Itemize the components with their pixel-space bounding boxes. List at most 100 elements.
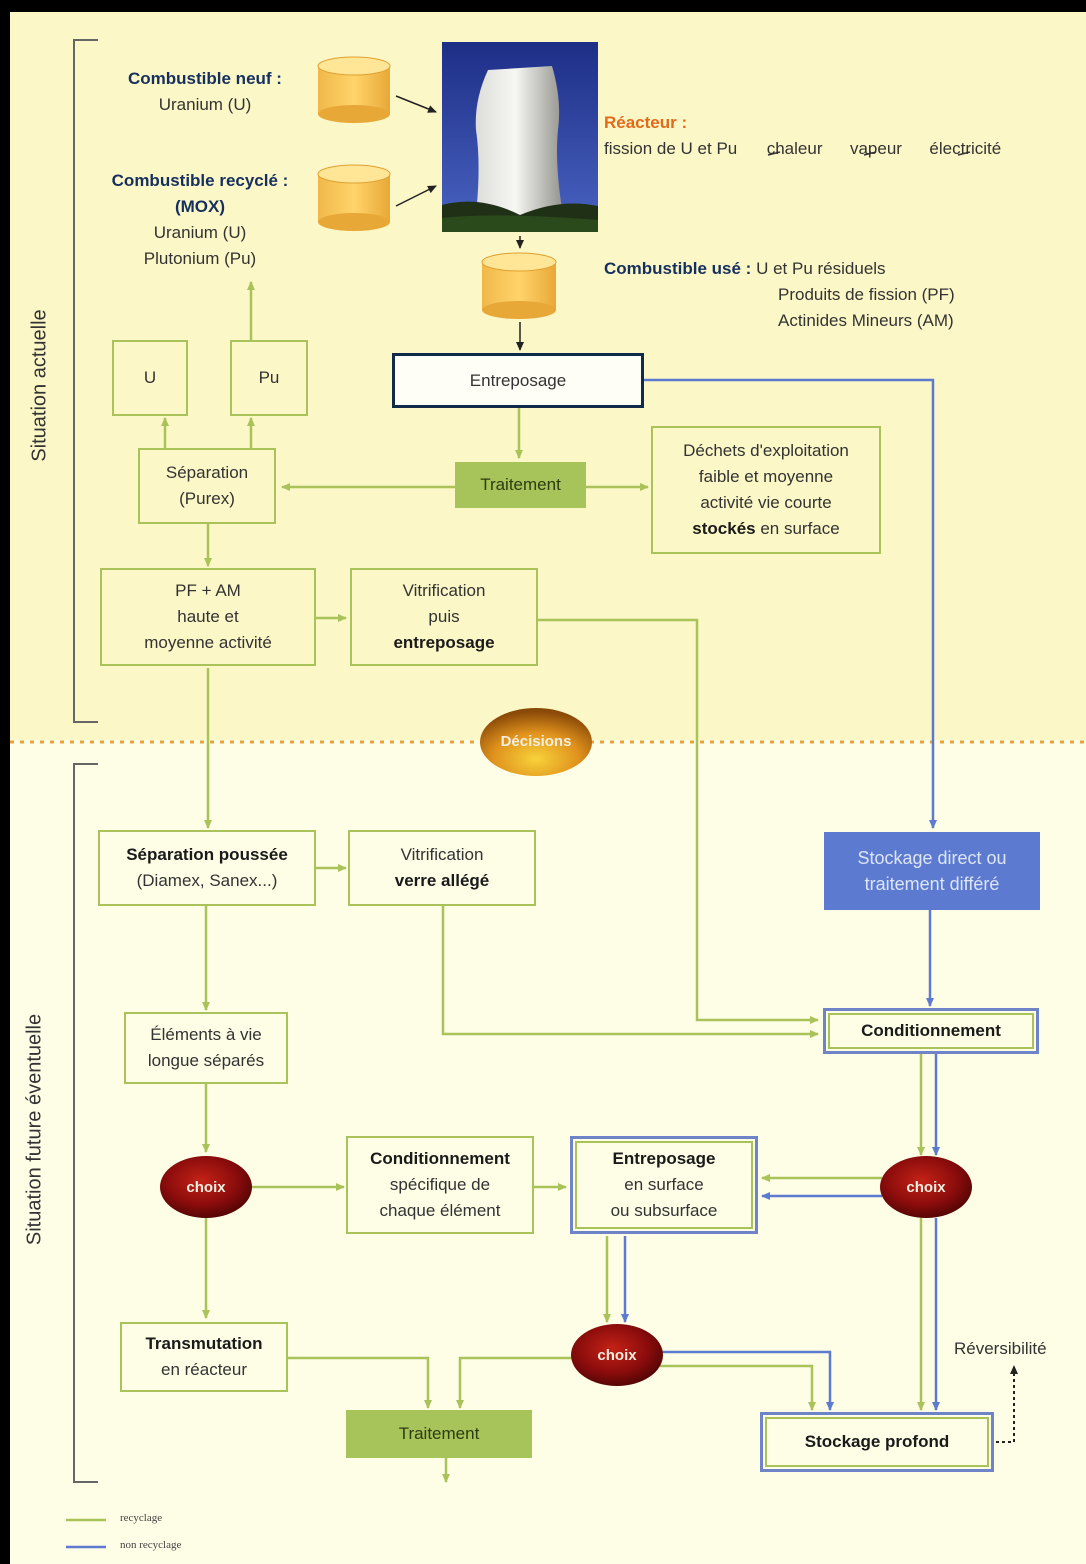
reactor-chain: fission de U et Pu chaleur vapeur électr… [604,136,1074,162]
box-vitrification-verre: Vitrification verre allégé [348,830,536,906]
separation-l2: (Purex) [179,489,235,508]
fuel-can-recycled [317,164,391,231]
reversibilite-label: Réversibilité [954,1339,1047,1358]
spent-fuel-block: Combustible usé : U et Pu résiduels Prod… [604,256,1064,334]
box-traitement: Traitement [455,462,586,508]
choix-oval-left [160,1156,252,1218]
stockage-direct-l2: traitement différé [864,874,1000,894]
choix-oval-bottom [571,1324,663,1386]
reactor-chain-chaleur: chaleur [766,139,823,158]
legend-recycling: recyclage [120,1512,163,1524]
dechets-l4-bold: stockés [692,519,756,538]
box-pu: Pu [230,340,308,416]
link-choix3-profond-blue [660,1350,834,1411]
fuel-new-title: Combustible neuf : [128,69,282,88]
dechets-l3: activité vie courte [700,493,832,512]
box-separation-purex: Séparation (Purex) [138,448,276,524]
fuel-can-new [317,56,391,123]
cond-spec-l3: chaque élément [379,1201,501,1220]
choix-left-label: choix [186,1178,226,1196]
sep-poussee-l2: (Diamex, Sanex...) [136,871,278,890]
spent-fuel-line3: Actinides Mineurs (AM) [778,311,954,330]
choix-right-label: choix [906,1178,946,1196]
transmut-l2: en réacteur [161,1360,247,1379]
entre-surf-l1: Entreposage [612,1149,716,1168]
stockage-direct-l1: Stockage direct ou [857,848,1007,868]
reactor-chain-arrows [767,151,971,156]
dechets-l4-rest: en surface [755,519,840,538]
fuel-new-block: Combustible neuf : Uranium (U) [100,66,310,118]
bracket-current [73,39,98,723]
traitement-label: Traitement [480,475,561,494]
link-transmut-traitement [288,1356,432,1409]
box-u-label: U [143,368,157,387]
fuel-recycled-block: Combustible recyclé : (MOX) Uranium (U) … [90,168,310,272]
elements-l1: Éléments à vie [150,1025,262,1044]
side-label-current: Situation actuelle [28,309,51,462]
box-transmutation: Transmutation en réacteur [120,1322,288,1392]
reactor-title: Réacteur : [604,113,688,132]
box-stockage-profond: Stockage profond [760,1412,994,1472]
entre-surf-l2: en surface [624,1175,704,1194]
link-choix3-traitement [456,1356,573,1409]
traitement2-label: Traitement [398,1424,480,1443]
fuel-recycled-line1: Uranium (U) [153,223,247,242]
pfam-l3: moyenne activité [144,633,272,652]
decisions-oval [480,708,592,776]
spent-fuel-line1: U et Pu résiduels [756,259,886,278]
pfam-l1: PF + AM [175,581,241,600]
box-dechets: Déchets d'exploitation faible et moyenne… [651,426,881,554]
box-entreposage-label: Entreposage [469,370,567,390]
cond-spec-l1: Conditionnement [370,1149,510,1168]
link-choix3-profond-green [660,1364,816,1411]
legend-non-recycling: non recyclage [120,1539,182,1551]
conditionnement-label: Conditionnement [861,1021,1001,1040]
choix-oval-right [880,1156,972,1218]
box-conditionnement-specifique: Conditionnement spécifique de chaque élé… [346,1136,534,1234]
reactor-chain-vapeur: vapeur [849,139,902,158]
stockage-profond-label: Stockage profond [804,1432,950,1451]
elements-l2: longue séparés [147,1051,265,1070]
decisions-label: Décisions [500,732,572,750]
link-storage-stockage-direct [644,378,937,829]
box-vitrification: Vitrification puis entreposage [350,568,538,666]
vitrif2-l2: verre allégé [394,871,490,890]
bracket-future [73,763,98,1483]
arrow-new-to-reactor [395,95,437,113]
entre-surf-l3: ou subsurface [610,1201,718,1220]
fuel-recycled-line2: Plutonium (Pu) [143,249,257,268]
box-u: U [112,340,188,416]
link-vitrif2-conditionnement [441,906,819,1038]
reactor-chain-fission: fission de U et Pu [604,139,738,158]
pfam-l2: haute et [177,607,239,626]
vitrif-l2: puis [428,607,460,626]
vitrif-l3: entreposage [393,633,495,652]
side-label-future: Situation future éventuelle [23,1013,46,1246]
box-entreposage: Entreposage [392,353,644,408]
link-vitrif-conditionnement [538,618,819,1024]
cond-spec-l2: spécifique de [389,1175,491,1194]
arrow-recycled-to-reactor [395,185,437,207]
fuel-can-spent [481,252,557,319]
box-elements-vie-longue: Éléments à vie longue séparés [124,1012,288,1084]
reversibility-link [996,1365,1018,1443]
dechets-l2: faible et moyenne [698,467,834,486]
vitrif2-l1: Vitrification [400,845,484,864]
fuel-recycled-title: Combustible recyclé : [111,171,289,190]
box-traitement-2: Traitement [346,1410,532,1458]
fuel-new-detail: Uranium (U) [158,95,252,114]
box-separation-poussee: Séparation poussée (Diamex, Sanex...) [98,830,316,906]
sep-poussee-l1: Séparation poussée [126,845,288,864]
reactor-chain-electricite: électricité [929,139,1002,158]
fuel-recycled-sub: (MOX) [174,197,226,216]
box-conditionnement: Conditionnement [823,1008,1039,1054]
dechets-l1: Déchets d'exploitation [683,441,849,460]
box-stockage-direct: Stockage direct ou traitement différé [824,832,1040,910]
reactor-block: Réacteur : fission de U et Pu chaleur va… [604,110,1074,162]
transmut-l1: Transmutation [145,1334,263,1353]
spent-fuel-line2: Produits de fission (PF) [778,285,955,304]
choix-bottom-label: choix [597,1346,637,1364]
box-pf-am: PF + AM haute et moyenne activité [100,568,316,666]
box-pu-label: Pu [258,368,280,387]
